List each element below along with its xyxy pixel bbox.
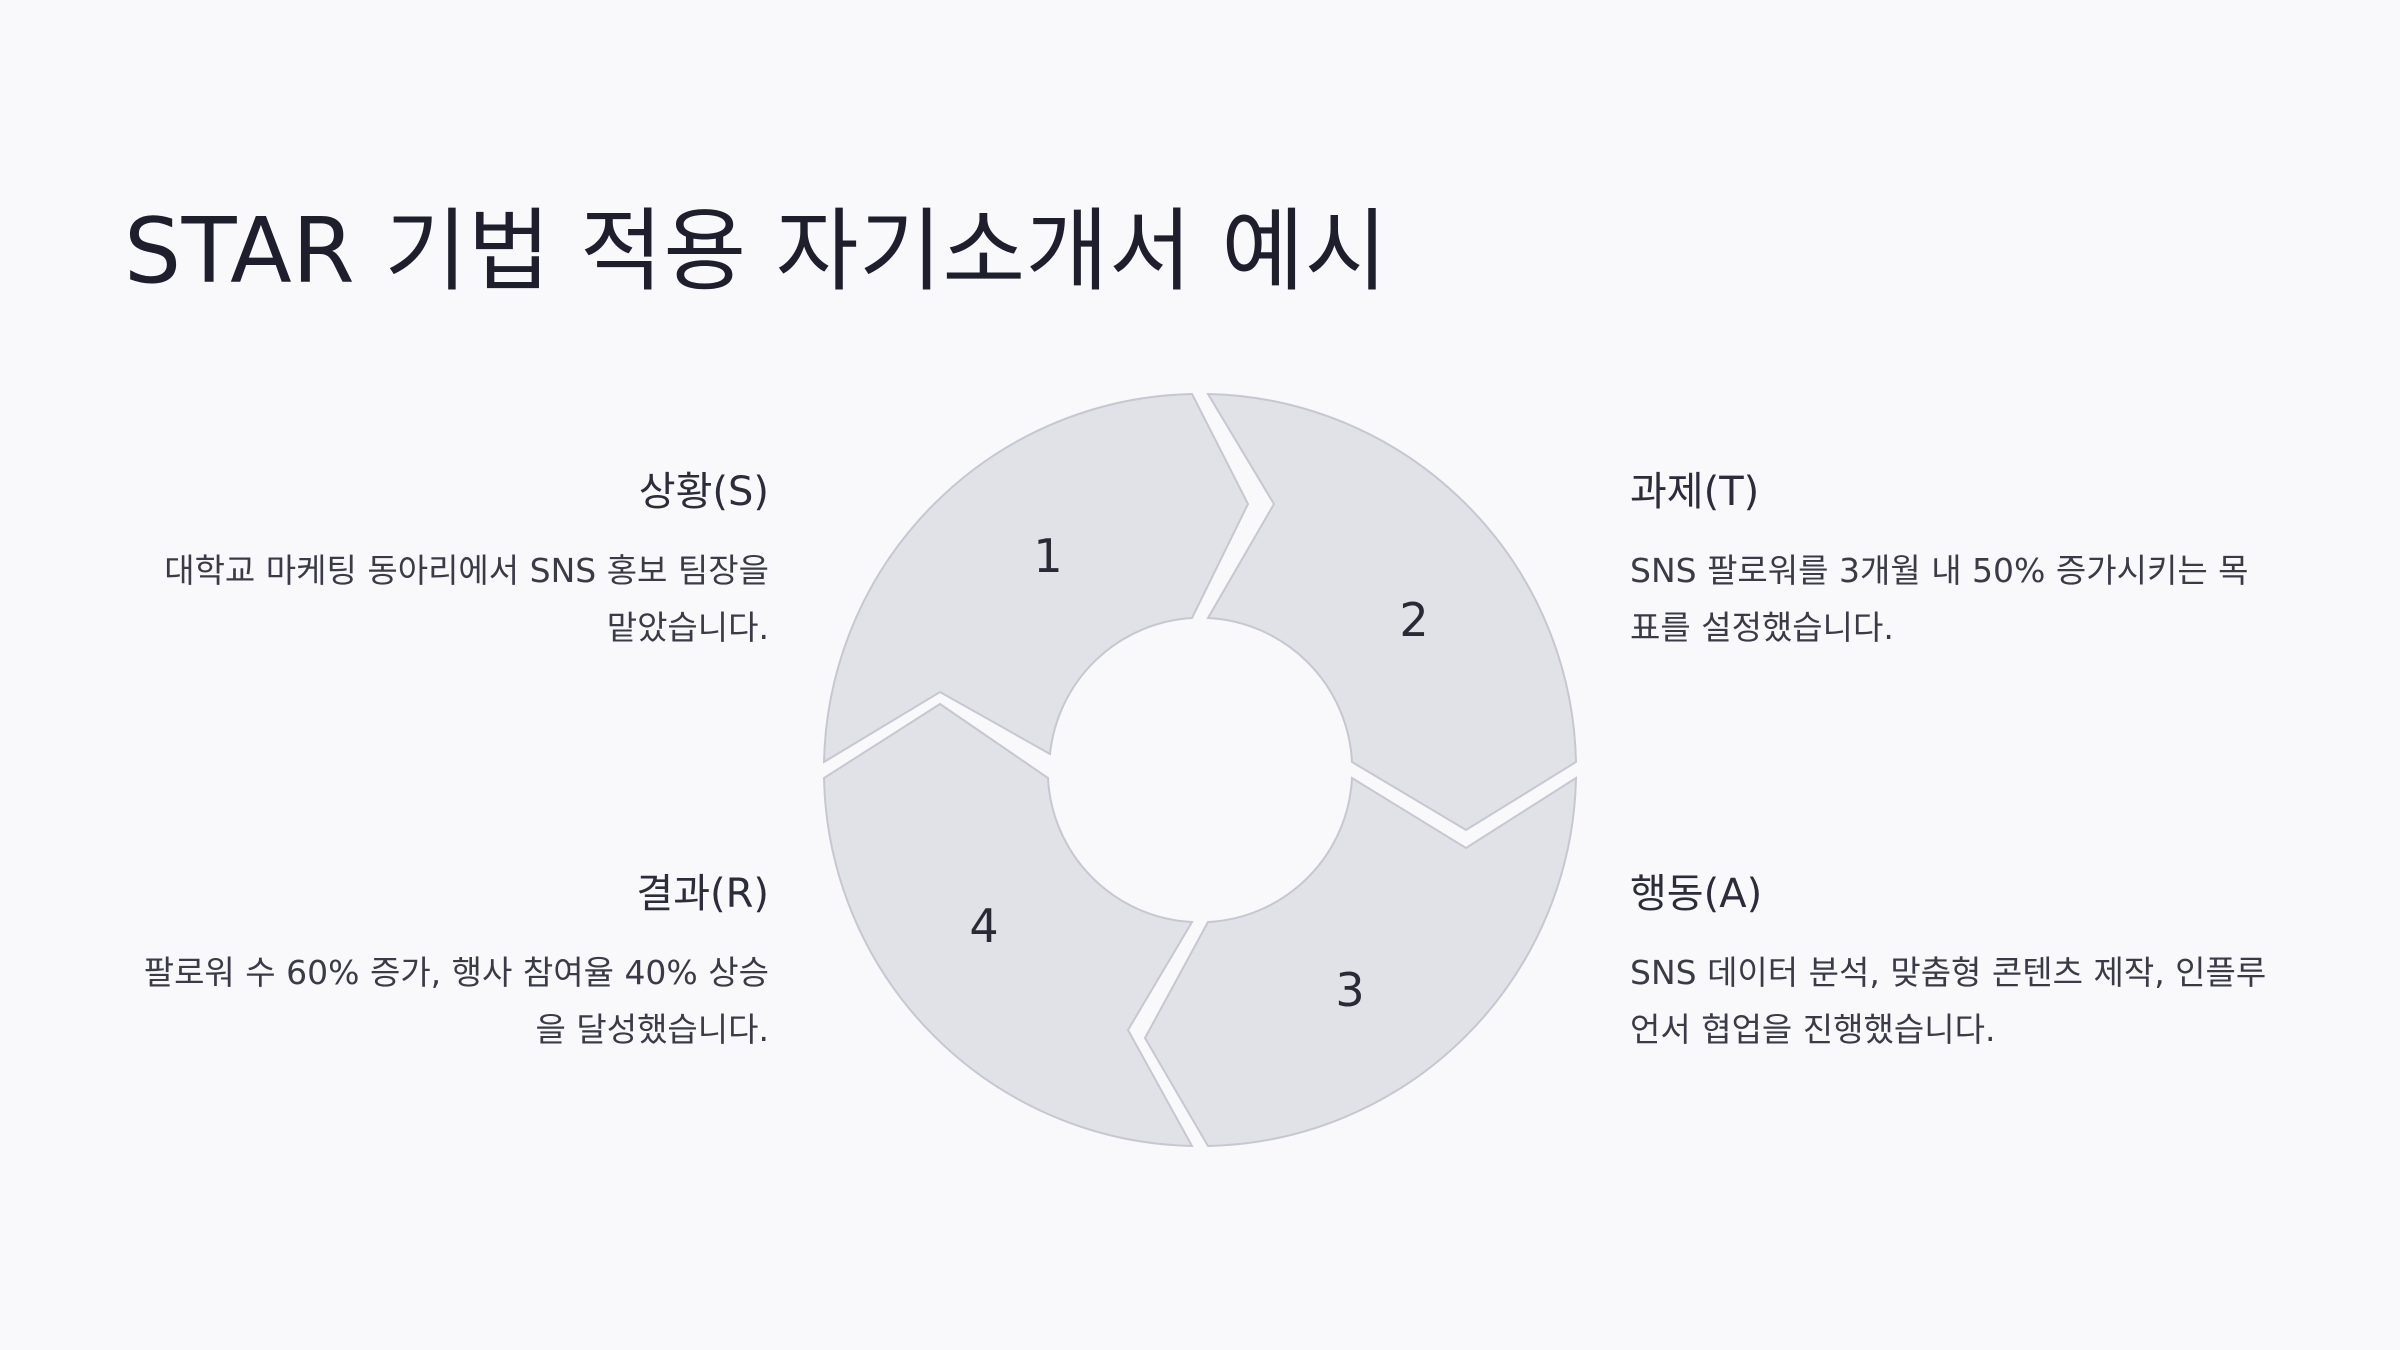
action-block: 행동(A) SNS 데이터 분석, 맞춤형 콘텐츠 제작, 인플루언서 협업을 …	[1630, 870, 2275, 1058]
result-block: 결과(R) 팔로워 수 60% 증가, 행사 참여율 40% 상승을 달성했습니…	[124, 870, 769, 1058]
situation-text: 대학교 마케팅 동아리에서 SNS 홍보 팀장을 맡았습니다.	[164, 551, 769, 647]
cycle-number-2: 2	[1399, 593, 1428, 647]
action-heading: 행동(A)	[1630, 871, 1763, 917]
task-block: 과제(T) SNS 팔로워를 3개월 내 50% 증가시키는 목표를 설정했습니…	[1630, 468, 2275, 656]
cycle-segment-1	[822, 392, 1250, 764]
cycle-number-4: 4	[969, 899, 998, 953]
cycle-segment-3	[1143, 776, 1578, 1148]
result-text: 팔로워 수 60% 증가, 행사 참여율 40% 상승을 달성했습니다.	[143, 953, 769, 1049]
result-heading: 결과(R)	[636, 871, 769, 917]
task-text: SNS 팔로워를 3개월 내 50% 증가시키는 목표를 설정했습니다.	[1630, 551, 2249, 647]
situation-heading: 상황(S)	[638, 469, 769, 515]
task-heading: 과제(T)	[1630, 469, 1760, 515]
cycle-number-3: 3	[1335, 963, 1364, 1017]
cycle-segment-4	[822, 702, 1194, 1148]
situation-block: 상황(S) 대학교 마케팅 동아리에서 SNS 홍보 팀장을 맡았습니다.	[124, 468, 769, 656]
star-cycle-diagram: 1 2 3 4	[822, 392, 1578, 1148]
action-text: SNS 데이터 분석, 맞춤형 콘텐츠 제작, 인플루언서 협업을 진행했습니다…	[1630, 953, 2267, 1049]
page-title: STAR 기법 적용 자기소개서 예시	[124, 199, 1388, 304]
cycle-number-1: 1	[1033, 529, 1062, 583]
cycle-segment-2	[1206, 392, 1578, 832]
